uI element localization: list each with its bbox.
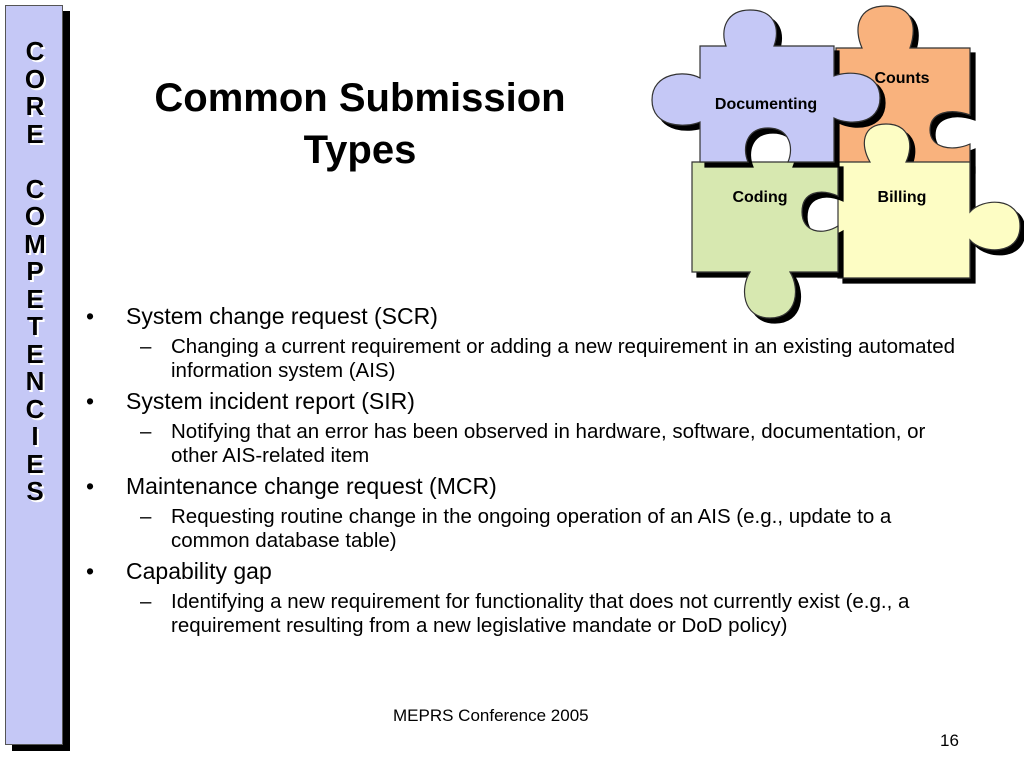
bullet-list: System change request (SCR) Changing a c… [86, 302, 966, 642]
sidebar-letter: C [25, 393, 45, 424]
puzzle-piece-documenting: Documenting [651, 9, 881, 163]
sub-bullet-text: Requesting routine change in the ongoing… [126, 505, 966, 553]
sidebar-letter: R [25, 91, 45, 121]
sidebar-letter: P [26, 256, 44, 286]
sidebar-letter: E [26, 338, 44, 369]
sidebar-letter [6, 148, 64, 176]
sidebar-letter: O [24, 63, 46, 94]
bullet-item: System change request (SCR) Changing a c… [86, 302, 966, 383]
bullet-main-text: Maintenance change request (MCR) [126, 472, 966, 501]
page-number: 16 [940, 731, 959, 750]
bullet-main-text: System incident report (SIR) [126, 387, 966, 416]
documenting-label: Documenting [715, 96, 817, 113]
sidebar-letter: E [26, 283, 44, 314]
sub-bullet-text: Changing a current requirement or adding… [126, 335, 966, 383]
sidebar-letter: T [27, 311, 43, 341]
bullet-main-text: Capability gap [126, 557, 966, 586]
sidebar-letter: O [24, 201, 46, 231]
billing-label: Billing [878, 189, 927, 206]
counts-piece-shape [835, 5, 971, 169]
sidebar-letter: M [24, 228, 46, 259]
sidebar-letter: C [25, 173, 45, 204]
puzzle-graphic: Counts Billing Coding Documenting [651, 5, 1021, 319]
coding-piece-shape [691, 161, 839, 319]
sidebar-letter: I [31, 421, 39, 451]
bullet-item: Capability gap Identifying a new require… [86, 557, 966, 638]
sidebar-letter: N [25, 366, 45, 396]
sidebar-letter: E [26, 448, 44, 479]
counts-label: Counts [874, 70, 929, 87]
sidebar-letter: S [26, 476, 44, 506]
bullet-item: Maintenance change request (MCR) Request… [86, 472, 966, 553]
slide-title-line-1: Common Submission [154, 76, 566, 120]
sub-bullet-text: Identifying a new requirement for functi… [126, 590, 966, 638]
sub-bullet-text: Notifying that an error has been observe… [126, 420, 966, 468]
sidebar-letters: C O R E C O M P E T E N C I E S [6, 36, 64, 506]
puzzle-piece-coding: Coding [691, 161, 839, 319]
sidebar-letter: E [26, 118, 44, 149]
coding-label: Coding [732, 189, 787, 206]
core-competencies-sidebar: C O R E C O M P E T E N C I E S [5, 5, 63, 745]
billing-piece-shape [837, 123, 1021, 279]
footer-conference: MEPRS Conference 2005 [393, 706, 589, 725]
puzzle-piece-counts: Counts [835, 5, 971, 169]
puzzle-piece-billing: Billing [837, 123, 1021, 279]
bullet-item: System incident report (SIR) Notifying t… [86, 387, 966, 468]
sidebar-letter: C [25, 36, 45, 66]
slide-title-line-2: Types [303, 128, 417, 172]
bullet-main-text: System change request (SCR) [126, 302, 966, 331]
documenting-piece-shape [651, 9, 881, 163]
slide-title: Common Submission Types [110, 72, 610, 176]
